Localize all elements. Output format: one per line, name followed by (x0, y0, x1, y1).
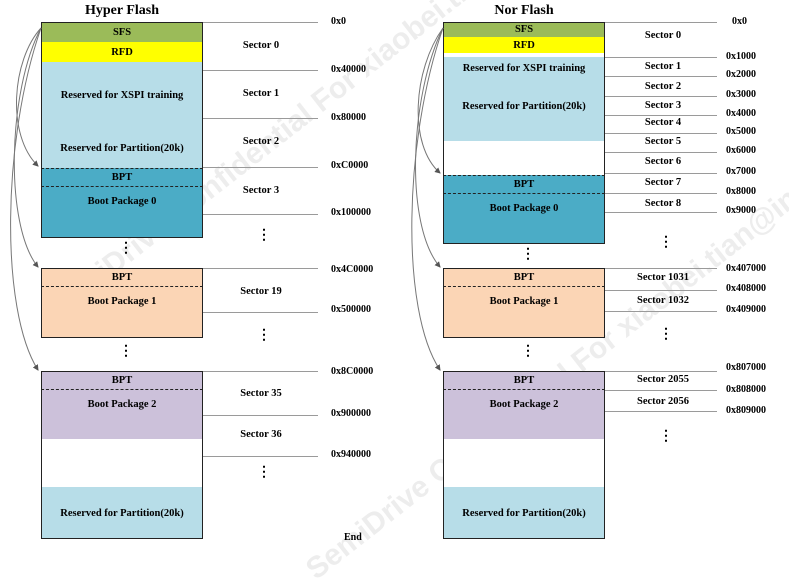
nor-addr-0x1000: 0x1000 (726, 51, 756, 62)
nor-bpt1-block: BPT (443, 268, 605, 286)
nor-addr-0x6000: 0x6000 (726, 145, 756, 156)
connector-arrows (10, 27, 444, 371)
hyper-boot-package0-block: Boot Package 0 (41, 186, 203, 238)
hyper-addr-0x40000: 0x40000 (331, 64, 366, 75)
hyper-sector-3-label: Sector 3 (242, 185, 280, 196)
nor-addr-0x7000: 0x7000 (726, 166, 756, 177)
hyper-rfd-block: RFD (41, 42, 203, 62)
hyper-sfs-block: SFS (41, 22, 203, 42)
nor-sector-3-label: Sector 3 (644, 100, 682, 111)
nor-addr-0x8000: 0x8000 (726, 186, 756, 197)
nor-addr-0x0: 0x0 (732, 16, 747, 27)
hyper-ellipsis-3: ⋮ (257, 465, 271, 480)
nor-boot-package1-block: Boot Package 1 (443, 286, 605, 338)
hyper-addr-0x940000: 0x940000 (331, 449, 371, 460)
hyper-ellipsis-1: ⋮ (257, 228, 271, 243)
nor-addr-0x4000: 0x4000 (726, 108, 756, 119)
hyper-bpt1-block: BPT (41, 268, 203, 286)
nor-addr-0x408000: 0x408000 (726, 283, 766, 294)
hyper-xspi-training-block: Reserved for XSPI training (41, 62, 203, 128)
hyper-sector-1-label: Sector 1 (242, 88, 280, 99)
nor-addr-0x809000: 0x809000 (726, 405, 766, 416)
hyper-addr-0x4C0000: 0x4C0000 (331, 264, 374, 275)
hyper-addr-0xC0000: 0xC0000 (331, 160, 369, 171)
hyper-addr-0x900000: 0x900000 (331, 408, 371, 419)
nor-rfd-block: RFD (443, 37, 605, 53)
hyper-gap-ellipsis-2: ⋮ (119, 344, 133, 359)
nor-sector-7-label: Sector 7 (644, 177, 682, 188)
nor-addr-0x808000: 0x808000 (726, 384, 766, 395)
nor-addr-0x9000: 0x9000 (726, 205, 756, 216)
hyper-partition-block: Reserved for Partition(20k) (41, 128, 203, 168)
nor-sector-1-label: Sector 1 (644, 61, 682, 72)
nor-sector-2056-label: Sector 2056 (636, 396, 689, 407)
nor-addr-0x5000: 0x5000 (726, 126, 756, 137)
nor-sector-6-label: Sector 6 (644, 156, 682, 167)
nor-sector-5-label: Sector 5 (644, 136, 682, 147)
nor-sector-2055-label: Sector 2055 (636, 374, 689, 385)
hyper-addr-0x80000: 0x80000 (331, 112, 366, 123)
hyper-empty-block (41, 439, 203, 487)
nor-addr-0x409000: 0x409000 (726, 304, 766, 315)
nor-bpt0-block: BPT (443, 175, 605, 193)
nor-boot-package0-block: Boot Package 0 (443, 193, 605, 244)
nor-ellipsis-1: ⋮ (659, 235, 673, 250)
hyper-ellipsis-2: ⋮ (257, 328, 271, 343)
hyper-sector-19-label: Sector 19 (240, 286, 282, 297)
nor-addr-0x2000: 0x2000 (726, 69, 756, 80)
nor-sector-1032-label: Sector 1032 (636, 295, 689, 306)
nor-sector-4-label: Sector 4 (644, 117, 682, 128)
nor-sector-1031-label: Sector 1031 (636, 272, 689, 283)
nor-addr-0x3000: 0x3000 (726, 89, 756, 100)
nor-gap-ellipsis-1: ⋮ (521, 247, 535, 262)
hyper-addr-0x8C0000: 0x8C0000 (331, 366, 374, 377)
nor-boot-package2-block: Boot Package 2 (443, 389, 605, 439)
hyper-addr-0x500000: 0x500000 (331, 304, 371, 315)
nor-sector-2-label: Sector 2 (644, 81, 682, 92)
nor-sector-0-label: Sector 0 (644, 30, 682, 41)
nor-flash-title: Nor Flash (494, 3, 554, 18)
nor-sfs-block: SFS (443, 22, 605, 37)
hyper-bpt0-block: BPT (41, 168, 203, 186)
nor-addr-0x407000: 0x407000 (726, 263, 766, 274)
hyper-end-partition-block: Reserved for Partition(20k) (41, 487, 203, 539)
nor-ellipsis-3: ⋮ (659, 429, 673, 444)
hyper-addr-0x0: 0x0 (331, 16, 346, 27)
hyper-addr-end: End (344, 532, 362, 543)
hyper-bpt2-block: BPT (41, 371, 203, 389)
nor-sector-8-label: Sector 8 (644, 198, 682, 209)
nor-addr-0x807000: 0x807000 (726, 362, 766, 373)
nor-bpt2-block: BPT (443, 371, 605, 389)
hyper-gap-ellipsis-1: ⋮ (119, 241, 133, 256)
hyper-addr-0x100000: 0x100000 (331, 207, 371, 218)
hyper-flash-title: Hyper Flash (84, 3, 160, 18)
nor-empty-block (443, 141, 605, 175)
hyper-sector-36-label: Sector 36 (240, 429, 282, 440)
nor-ellipsis-2: ⋮ (659, 327, 673, 342)
nor-gap-ellipsis-2: ⋮ (521, 344, 535, 359)
hyper-sector-2-label: Sector 2 (242, 136, 280, 147)
nor-end-partition-block: Reserved for Partition(20k) (443, 487, 605, 539)
hyper-boot-package1-block: Boot Package 1 (41, 286, 203, 338)
nor-xspi-training-block: Reserved for XSPI training (443, 57, 605, 79)
hyper-sector-35-label: Sector 35 (240, 388, 282, 399)
nor-empty-block-2 (443, 439, 605, 487)
hyper-sector-0-label: Sector 0 (242, 40, 280, 51)
hyper-boot-package2-block: Boot Package 2 (41, 389, 203, 439)
nor-partition-block: Reserved for Partition(20k) (443, 79, 605, 141)
